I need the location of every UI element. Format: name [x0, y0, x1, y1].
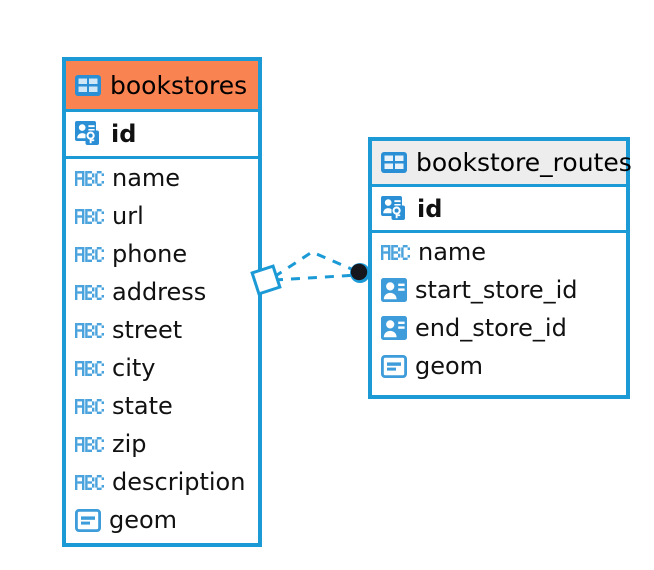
- field-label: phone: [112, 240, 188, 268]
- field-row-bookstores-description[interactable]: description: [66, 463, 258, 501]
- field-row-bookstores-city[interactable]: city: [66, 349, 258, 387]
- field-label: name: [418, 238, 487, 266]
- field-row-bookstores-name[interactable]: name: [66, 159, 258, 197]
- field-label: start_store_id: [415, 276, 578, 304]
- field-label: id: [111, 120, 137, 148]
- abc-icon: [75, 436, 104, 452]
- field-label: zip: [112, 430, 147, 458]
- field-row-bookstores-phone[interactable]: phone: [66, 235, 258, 273]
- geometry-icon: [74, 508, 102, 532]
- field-row-bookstore-routes-end-store-id[interactable]: end_store_id: [372, 309, 626, 347]
- abc-icon: [75, 474, 104, 490]
- geometry-icon: [380, 354, 408, 378]
- field-row-bookstores-geom[interactable]: geom: [66, 501, 258, 539]
- field-label: street: [112, 316, 183, 344]
- table-icon: [381, 152, 407, 173]
- field-label: description: [112, 468, 246, 496]
- field-row-bookstore-routes-start-store-id[interactable]: start_store_id: [372, 271, 626, 309]
- field-row-bookstores-street[interactable]: street: [66, 311, 258, 349]
- foreign-key-icon: [381, 278, 407, 302]
- foreign-key-icon: [381, 316, 407, 340]
- abc-icon: [75, 360, 104, 376]
- abc-icon: [75, 322, 104, 338]
- entity-bookstore-routes[interactable]: bookstore_routes id: [368, 137, 632, 399]
- field-row-bookstores-url[interactable]: url: [66, 197, 258, 235]
- field-label: id: [417, 194, 443, 223]
- entity-bookstores[interactable]: bookstores id: [62, 57, 262, 547]
- field-row-bookstores-id[interactable]: id: [66, 112, 258, 159]
- abc-icon: [75, 170, 104, 186]
- field-label: geom: [415, 352, 484, 380]
- abc-icon: [75, 246, 104, 262]
- field-row-bookstores-zip[interactable]: zip: [66, 425, 258, 463]
- abc-icon: [75, 284, 104, 300]
- table-icon: [75, 74, 101, 96]
- field-label: url: [112, 202, 144, 230]
- field-row-bookstore-routes-id[interactable]: id: [372, 187, 626, 233]
- entity-bookstore-routes-header[interactable]: bookstore_routes: [372, 141, 632, 187]
- entity-bookstores-header[interactable]: bookstores: [66, 61, 258, 112]
- field-label: end_store_id: [415, 314, 567, 342]
- field-row-bookstore-routes-name[interactable]: name: [372, 233, 626, 271]
- abc-icon: [75, 398, 104, 414]
- relationship-branch-lower: [273, 273, 359, 282]
- abc-icon: [75, 208, 104, 224]
- field-label: state: [112, 392, 173, 420]
- relationship-target-dot: [350, 263, 370, 283]
- entity-bookstore-routes-title: bookstore_routes: [416, 148, 632, 177]
- primary-key-icon: [381, 195, 409, 222]
- primary-key-icon: [75, 121, 103, 147]
- field-label: geom: [109, 506, 178, 534]
- relationship-branch-upper: [273, 250, 357, 279]
- field-label: name: [112, 164, 181, 192]
- field-row-bookstores-state[interactable]: state: [66, 387, 258, 425]
- entity-bookstores-title: bookstores: [110, 70, 248, 100]
- field-label: city: [112, 354, 156, 382]
- abc-icon: [381, 244, 410, 260]
- field-row-bookstores-address[interactable]: address: [66, 273, 258, 311]
- field-label: address: [112, 278, 207, 306]
- field-row-bookstore-routes-geom[interactable]: geom: [372, 347, 626, 385]
